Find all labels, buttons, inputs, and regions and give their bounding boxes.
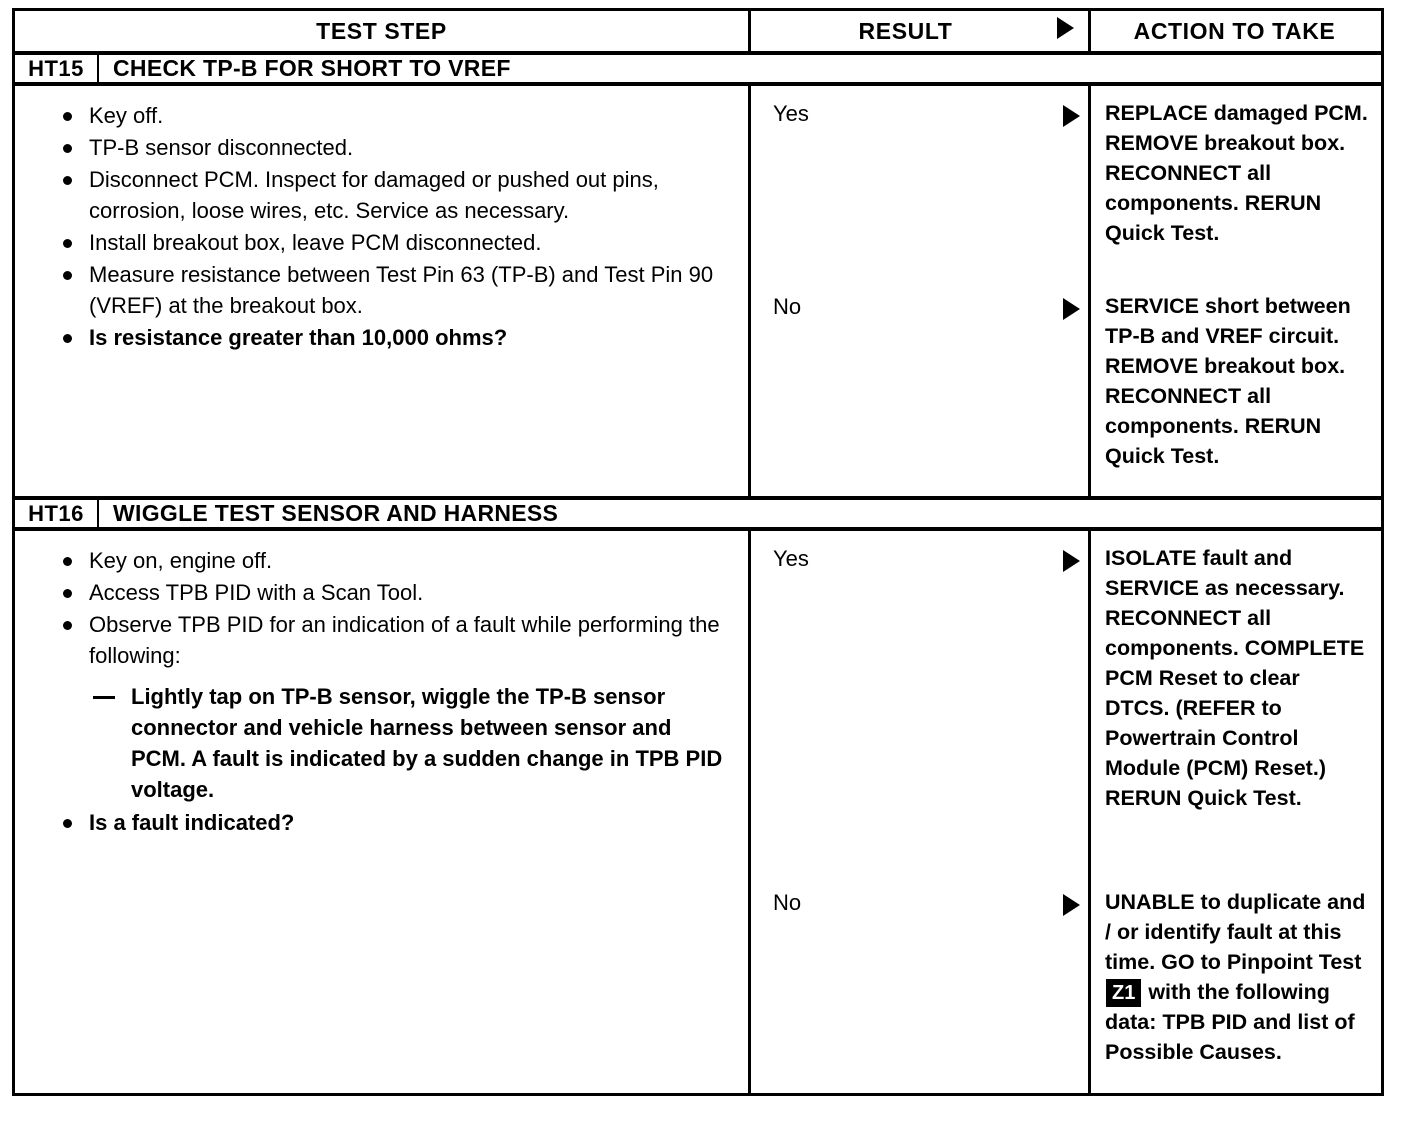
step-instructions-ht16: Key on, engine off. Access TPB PID with … xyxy=(15,531,748,1093)
test-step-block-ht16: HT16 WIGGLE TEST SENSOR AND HARNESS Key … xyxy=(15,500,1381,1096)
right-triangle-icon xyxy=(1057,17,1074,45)
result-label-no: No xyxy=(773,294,802,319)
right-triangle-icon xyxy=(1063,550,1080,572)
action-text-yes: ISOLATE fault and SERVICE as necessary. … xyxy=(1105,546,1365,810)
result-label-yes: Yes xyxy=(773,546,809,571)
right-triangle-icon xyxy=(1063,105,1080,127)
step-body-ht16: Key on, engine off. Access TPB PID with … xyxy=(15,531,1381,1093)
action-column-ht16: ISOLATE fault and SERVICE as necessary. … xyxy=(1088,531,1378,1093)
list-item: Key on, engine off. xyxy=(31,545,732,576)
step-body-ht15: Key off. TP-B sensor disconnected. Disco… xyxy=(15,86,1381,496)
right-triangle-icon xyxy=(1063,894,1080,916)
list-item: Access TPB PID with a Scan Tool. xyxy=(31,577,732,608)
step-title-ht15: CHECK TP-B FOR SHORT TO VREF xyxy=(113,55,511,81)
step-title-ht16: WIGGLE TEST SENSOR AND HARNESS xyxy=(113,500,559,526)
list-item: Key off. xyxy=(31,100,732,131)
action-text-yes: REPLACE damaged PCM. REMOVE breakout box… xyxy=(1105,101,1368,245)
list-item-question: Is a fault indicated? xyxy=(31,807,732,838)
step-title-band-ht16: HT16 WIGGLE TEST SENSOR AND HARNESS xyxy=(15,500,1381,531)
step-title-band-ht15: HT15 CHECK TP-B FOR SHORT TO VREF xyxy=(15,55,1381,86)
list-item-question: Is resistance greater than 10,000 ohms? xyxy=(31,322,732,353)
step-id-ht16: HT16 xyxy=(15,500,99,527)
pinpoint-test-reference-badge[interactable]: Z1 xyxy=(1105,979,1142,1007)
result-label-yes: Yes xyxy=(773,101,809,126)
step-id-ht15: HT15 xyxy=(15,55,99,82)
column-header-test-step: TEST STEP xyxy=(316,17,447,44)
list-item: TP-B sensor disconnected. xyxy=(31,132,732,163)
instruction-list-ht16: Key on, engine off. Access TPB PID with … xyxy=(31,545,732,671)
pinpoint-test-table: TEST STEP RESULT ACTION TO TAKE HT15 CHE… xyxy=(12,8,1384,1096)
column-header-result-label: RESULT xyxy=(858,17,953,44)
sub-list-item: Lightly tap on TP-B sensor, wiggle the T… xyxy=(31,681,732,805)
result-entry-no: No xyxy=(751,293,1088,321)
action-text-no: UNABLE to duplicate and / or identify fa… xyxy=(1091,887,1378,1067)
action-text-no-part2: with the following data: TPB PID and lis… xyxy=(1105,980,1355,1064)
table-header-row: TEST STEP RESULT ACTION TO TAKE xyxy=(15,11,1381,55)
action-text-no-part1: UNABLE to duplicate and / or identify fa… xyxy=(1105,890,1366,974)
list-item: Observe TPB PID for an indication of a f… xyxy=(31,609,732,671)
instruction-list-ht15: Key off. TP-B sensor disconnected. Disco… xyxy=(31,100,732,353)
step-instructions-ht15: Key off. TP-B sensor disconnected. Disco… xyxy=(15,86,748,496)
action-text-no: SERVICE short between TP-B and VREF circ… xyxy=(1105,294,1351,468)
column-header-action-to-take: ACTION TO TAKE xyxy=(1088,11,1378,51)
result-entry-yes: Yes xyxy=(751,545,1088,573)
result-label-no: No xyxy=(773,890,802,915)
column-header-result: RESULT xyxy=(748,11,1088,51)
result-column-ht16: Yes No xyxy=(748,531,1088,1093)
instruction-list-ht16-question: Is a fault indicated? xyxy=(31,807,732,838)
result-entry-yes: Yes xyxy=(751,100,1088,128)
list-item: Install breakout box, leave PCM disconne… xyxy=(31,227,732,258)
result-entry-no: No xyxy=(751,889,1088,917)
test-step-block-ht15: HT15 CHECK TP-B FOR SHORT TO VREF Key of… xyxy=(15,55,1381,500)
result-column-ht15: Yes No xyxy=(748,86,1088,496)
action-column-ht15: REPLACE damaged PCM. REMOVE breakout box… xyxy=(1088,86,1378,496)
list-item: Measure resistance between Test Pin 63 (… xyxy=(31,259,732,321)
right-triangle-icon xyxy=(1063,298,1080,320)
list-item: Disconnect PCM. Inspect for damaged or p… xyxy=(31,164,732,226)
